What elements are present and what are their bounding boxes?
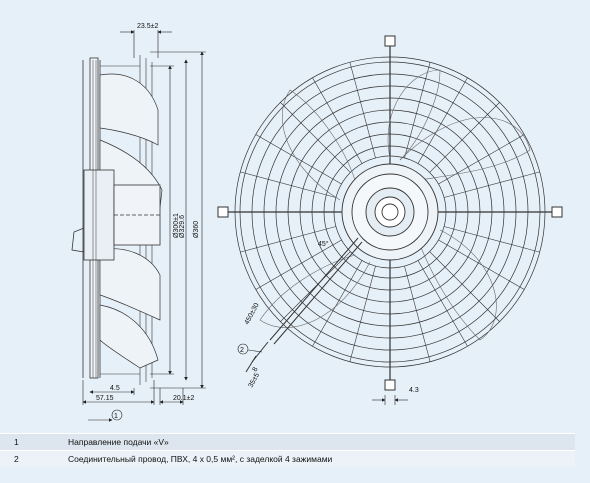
guard-spoke [240,171,336,198]
guard-spoke [444,171,540,198]
guard-spoke [429,102,500,173]
dim-bottom-small: 4.5 [110,385,120,392]
legend-description: Соединительный провод, ПВХ, 4 x 0,5 мм²,… [68,454,333,464]
fan-technical-drawing: 23.5±2 Ø300±1 Ø329.6 Ø360 4.5 57.15 20.1… [71,23,563,422]
guard-spoke [312,260,363,347]
dim-strip-length: 8 [252,366,260,373]
guard-spoke [438,239,525,290]
guard-spoke [255,134,342,185]
guard-spoke [438,134,525,185]
dim-top-depth: 23.5±2 [137,23,158,30]
guard-spoke [312,77,363,164]
dim-diam-2: Ø329.6 [179,215,186,238]
guard-spoke [255,239,342,290]
guard-spoke [429,251,500,322]
guard-spoke [280,251,351,322]
drawing-svg: 23.5±2 Ø300±1 Ø329.6 Ø360 4.5 57.15 20.1… [71,23,563,422]
dim-strip-length-2: 35±5 [248,372,262,389]
motor-hub [341,163,439,261]
strut-tabs [217,35,563,391]
dim-angle: 45° [318,240,329,248]
legend-table: 1 Направление подачи «V» 2 Соединительны… [0,433,575,467]
side-dimensions [82,30,206,422]
front-view [217,35,563,391]
dim-bottom-large: 57.15 [96,395,114,402]
guard-spoke [417,77,468,164]
dim-diam-3: Ø360 [193,221,200,238]
guard-spoke [280,102,351,173]
guard-spoke [404,266,431,362]
guard-spoke [349,62,376,158]
front-dimensions [237,343,408,405]
side-view [71,55,163,385]
guard-spoke [240,226,336,253]
dim-diam-1: Ø300±1 [173,213,180,238]
guard-spoke [404,62,431,158]
legend-row: 2 Соединительный провод, ПВХ, 4 x 0,5 мм… [0,450,575,467]
callout-1: 1 [114,413,118,420]
guard-spoke [444,226,540,253]
side-fins [92,60,97,378]
dim-cable-length: 450±30 [244,302,261,326]
guard-spoke [417,260,468,347]
dim-slot-width: 4.3 [409,387,419,394]
callout-2: 2 [240,347,244,354]
legend-row: 1 Направление подачи «V» [0,433,575,450]
dim-bottom-right: 20.1±2 [173,395,194,402]
cable [245,237,363,373]
legend-description: Направление подачи «V» [68,437,169,447]
legend-number: 2 [14,454,19,464]
guard-spokes [235,57,545,367]
legend-number: 1 [14,437,19,447]
guard-spoke [349,266,376,362]
